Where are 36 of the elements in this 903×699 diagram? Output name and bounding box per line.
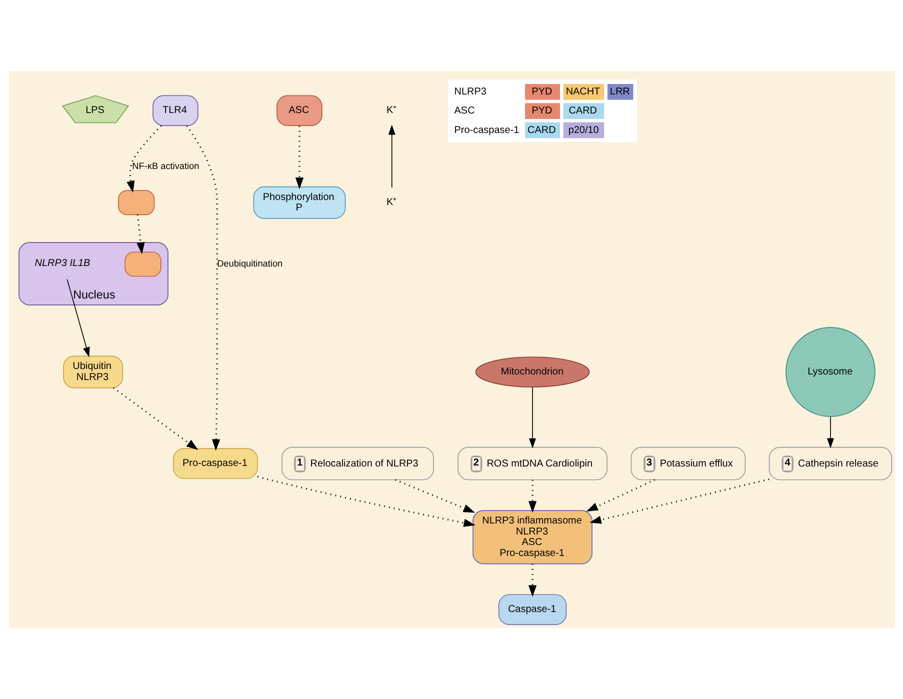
arrow	[826, 416, 834, 448]
node-ellipse: Mitochondrion	[474, 356, 590, 388]
node-box: Phosphorylation P	[252, 186, 346, 219]
arrow	[126, 125, 162, 193]
node-box: Ubiquitin NLRP3	[62, 356, 123, 388]
edge-label: Deubiquitination	[216, 258, 282, 269]
node-text: NLRP3 IL1B	[34, 258, 90, 269]
node-box: 2 ROS mtDNA Cardiolipin	[457, 446, 607, 480]
node-box: TLR4	[152, 95, 198, 126]
arrow	[388, 124, 395, 188]
node-box	[118, 190, 154, 216]
node-text: K⁺	[386, 197, 396, 208]
node-box: Caspase-1	[498, 594, 566, 625]
node-text: K⁺	[386, 105, 396, 116]
node-box: 3 Potassium efflux	[630, 446, 746, 480]
node-box: NLRP3 inflammasome NLRP3 ASC Pro-caspase-1	[472, 510, 592, 564]
arrow	[186, 125, 220, 451]
arrow	[256, 476, 475, 527]
node-box	[124, 252, 161, 277]
edge-label: NF-κB activation	[132, 161, 199, 172]
node-box: ASC	[276, 95, 322, 126]
arrow	[528, 480, 536, 513]
arrow	[528, 564, 536, 597]
arrow	[66, 278, 90, 358]
arrow	[294, 126, 304, 190]
arrow	[528, 386, 536, 448]
node-box: 4 Cathepsin release	[768, 446, 892, 480]
arrow	[589, 478, 769, 524]
arrow	[394, 479, 475, 513]
node-box: 1 Relocalization of NLRP3	[281, 446, 434, 480]
arrow	[112, 387, 198, 450]
node-circle: Lysosome	[785, 327, 875, 417]
arrow	[586, 479, 655, 512]
node-box: NLRP3 PYD NACHT LRR ASC PYD CARD Pro-caspase-1 CARD p20/10	[448, 79, 636, 142]
node-box: Pro-caspase-1	[172, 448, 258, 479]
arrow	[136, 214, 144, 254]
